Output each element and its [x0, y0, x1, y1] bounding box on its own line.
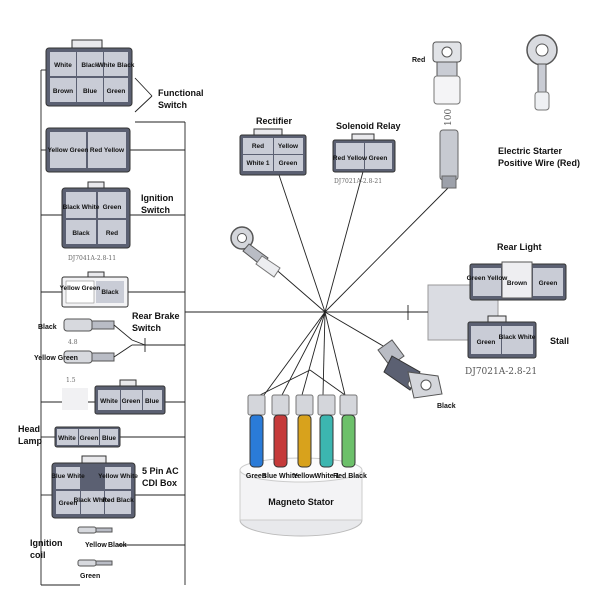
cell-red: Red [252, 143, 264, 150]
rear-light-connector: Green Yellow Brown Green [467, 261, 567, 301]
stall-connector: Green Black White [467, 315, 537, 359]
rear-light-label: Rear Light [497, 242, 542, 252]
cell-green-yellow: Green Yellow [467, 275, 509, 282]
head-lamp-connector: White Green Blue [54, 426, 121, 448]
electric-starter-terminals [432, 34, 558, 189]
cell-green: Green [59, 500, 78, 507]
ring-terminal-left [230, 226, 281, 278]
cell-red-yellow: Red Yellow [333, 155, 368, 162]
solenoid-relay-code: DJ7021A-2.8-21 [334, 178, 382, 185]
cell-black: Black [81, 62, 99, 69]
stall-label: Stall [550, 336, 569, 346]
rear-brake-label-1: Rear Brake [132, 311, 180, 321]
stator-wire-white-1: White 1 [315, 473, 340, 480]
starter-label-2: Positive Wire (Red) [498, 158, 580, 168]
cell-brown: Brown [53, 88, 73, 95]
cell-red: Red [106, 230, 118, 237]
cell-green: Green [103, 204, 122, 211]
starter-label-1: Electric Starter [498, 146, 563, 156]
cell-yellow-green: Yellow Green [48, 147, 89, 154]
rear-brake-wire-yellow-green: Yellow Green [34, 355, 78, 362]
cell-red-black: Red Black [102, 497, 134, 504]
head-lamp-label-2: Lamp [18, 436, 43, 446]
cell-blue-white: Blue White [51, 473, 85, 480]
magneto-stator [239, 394, 363, 537]
wgb-connector: White Green Blue [62, 379, 166, 415]
cell-brown: Brown [507, 280, 527, 287]
cell-blue: Blue [102, 435, 116, 442]
functional-switch-label-1: Functional [158, 88, 204, 98]
head-lamp-label-1: Head [18, 424, 40, 434]
stator-wire-red-black: Red Black [333, 473, 367, 480]
rear-brake-label-2: Switch [132, 323, 161, 333]
cell-blue: Blue [83, 88, 97, 95]
black-terminal [377, 339, 443, 399]
stator-wire-yellow: Yellow [293, 473, 315, 480]
cell-black-white: Black White [63, 204, 100, 211]
cell-yellow-green: Yellow Green [60, 285, 101, 292]
functional-switch-connector: White Black White Black Brown Blue Green [45, 39, 135, 107]
rear-brake-connector: Yellow Green Black [60, 271, 129, 308]
ignition-coil-terminals [77, 526, 113, 567]
cell-yellow: Yellow [278, 143, 299, 150]
black-terminal-label: Black [437, 403, 456, 410]
cell-red-yellow: Red Yellow [90, 147, 125, 154]
cell-black-white: Black White [74, 497, 111, 504]
cell-green: Green [477, 339, 496, 346]
rear-brake-code-2: 1.5 [66, 377, 76, 384]
coil-wire-black-visible: Black [108, 542, 127, 549]
cell-white-1: White 1 [246, 160, 269, 167]
rear-brake-code-1: 4.8 [68, 339, 78, 346]
rectifier-connector: Red Yellow White 1 Green [239, 128, 307, 176]
coil-wire-yellow: Yellow [85, 542, 107, 549]
cell-green: Green [107, 88, 126, 95]
ignition-switch-code: DJ7041A-2.8-11 [68, 255, 116, 262]
cell-white: White [54, 62, 72, 69]
solenoid-relay-connector: Red Yellow Green [332, 133, 396, 173]
stator-wire-green: Green [246, 473, 266, 480]
cell-green: Green [80, 435, 99, 442]
cell-black: Black [72, 230, 90, 237]
ignition-coil-label-1: Ignition [30, 538, 63, 548]
stator-wire-blue-white: Blue White [262, 473, 298, 480]
cdi-label-2: CDI Box [142, 478, 177, 488]
coil-wire-green: Green [80, 573, 100, 580]
rectifier-label: Rectifier [256, 116, 293, 126]
cell-black: Black [101, 289, 119, 296]
ignition-switch-connector: Black White Green Black Red [61, 181, 131, 249]
cell-green: Green [279, 160, 298, 167]
cdi-box-connector: Blue White Yellow White Green Black Whit… [51, 455, 138, 519]
starter-wire-red: Red [412, 57, 425, 64]
center-star-wires [259, 165, 470, 396]
cell-white-black: White Black [98, 62, 135, 69]
cell-green: Green [539, 280, 558, 287]
ignition-switch-label-2: Switch [141, 205, 170, 215]
ignition-coil-label-2: coil [30, 550, 46, 560]
cell-yellow-white: Yellow White [98, 473, 138, 480]
starter-marking: 100 [444, 109, 454, 126]
cell-white: White [100, 398, 118, 405]
cell-green: Green [369, 155, 388, 162]
cdi-label-1: 5 Pin AC [142, 466, 179, 476]
left-bus-wires [40, 69, 425, 586]
solenoid-relay-label: Solenoid Relay [336, 121, 401, 131]
magneto-stator-label: Magneto Stator [268, 497, 334, 507]
stall-code: DJ7021A-2.8-21 [465, 367, 537, 377]
cell-green: Green [122, 398, 141, 405]
switch-connector-2: Yellow Green Red Yellow [45, 127, 131, 173]
cell-white: White [58, 435, 76, 442]
cell-black-white: Black White [499, 334, 536, 341]
cell-blue: Blue [145, 398, 159, 405]
ignition-switch-label-1: Ignition [141, 193, 174, 203]
rear-brake-terminals [63, 318, 146, 364]
functional-switch-label-2: Switch [158, 100, 187, 110]
rear-brake-wire-black: Black [38, 324, 57, 331]
